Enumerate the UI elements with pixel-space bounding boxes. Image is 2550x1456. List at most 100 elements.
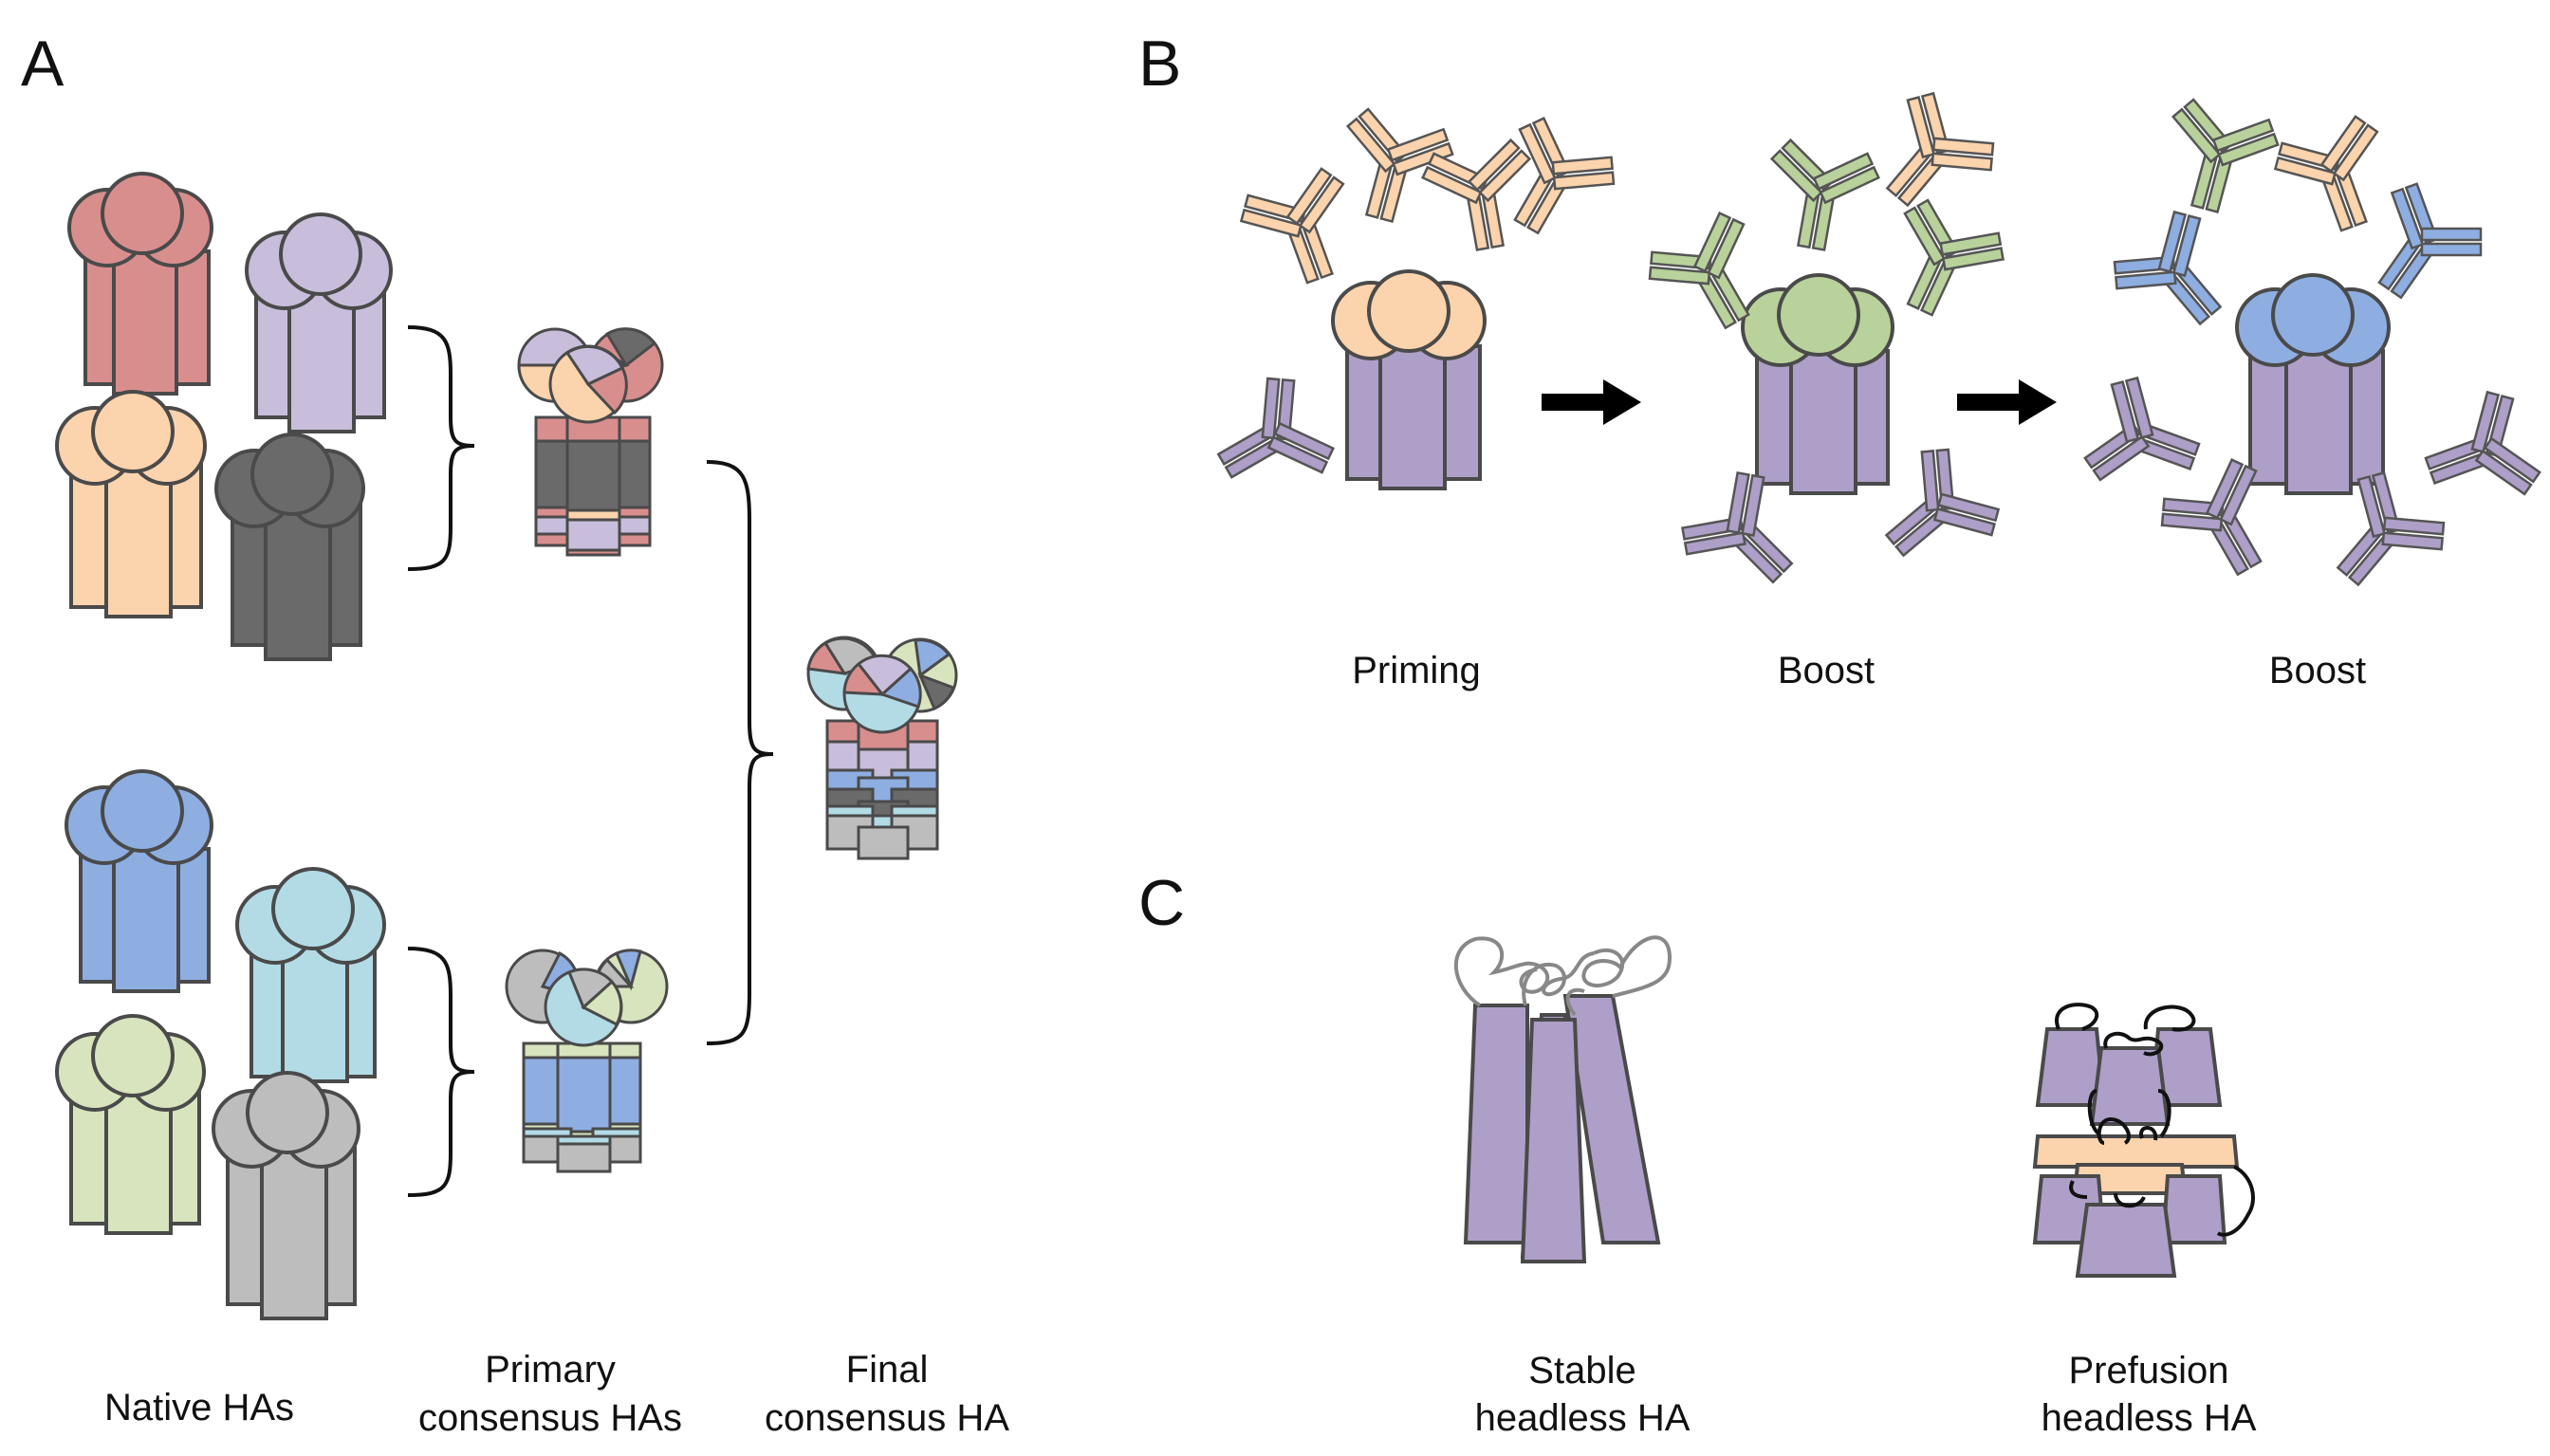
antibody-chain (1467, 138, 1521, 192)
antibody-chain (2219, 464, 2258, 526)
ha-trimer-icon (55, 390, 207, 618)
antibody-chain (1266, 435, 1329, 474)
native-has-group (55, 172, 393, 1320)
panel-b: B (1138, 28, 2541, 691)
antibody-chain (2356, 475, 2387, 539)
antibody-chain (1345, 117, 1396, 174)
loop-icon (1453, 935, 1672, 1017)
antibody-icon (1769, 138, 1880, 251)
stable-headless-ha (1453, 935, 1672, 1263)
final-consensus-ha (806, 636, 958, 860)
caption-stable-line2: headless HA (1475, 1397, 1691, 1439)
ha-trimer-icon (214, 433, 365, 661)
antibody-icon (2377, 182, 2483, 300)
antibody-chain (2381, 531, 2444, 551)
antibodies-group (1216, 91, 2541, 587)
antibody-icon (2424, 390, 2541, 496)
pie-heads (806, 636, 958, 734)
antibody-icon (1216, 377, 1335, 479)
caption-stable-line1: Stable (1528, 1350, 1635, 1391)
antibody-chain (1478, 149, 1532, 203)
antibody-icon (1513, 117, 1616, 235)
antibody-chain (2319, 115, 2367, 174)
ha-trimer-boost1 (1741, 273, 1894, 495)
panel-c: C (1138, 867, 2257, 1439)
antibody-chain (2390, 187, 2425, 250)
antibody-chain (1421, 165, 1483, 205)
stalk-stripes (825, 719, 939, 860)
antibody-chain (2217, 132, 2280, 167)
antibody-chain (2483, 436, 2541, 484)
arrow-right-icon (1957, 379, 2057, 425)
antibody-chain (1518, 122, 1557, 185)
antibody-chain (1726, 471, 1750, 535)
antibody-chain (1903, 206, 1946, 267)
pie-heads (505, 949, 669, 1047)
antibody-icon (1239, 167, 1345, 285)
antibody-chain (2171, 214, 2202, 278)
antibody-chain (2092, 434, 2151, 482)
arrow-right-icon (1542, 379, 1641, 425)
caption-prefusion-line2: headless HA (2042, 1397, 2257, 1439)
antibody-icon (1884, 448, 2001, 558)
antibody-icon (2171, 98, 2280, 214)
antibody-chain (1932, 507, 1996, 537)
antibody-chain (1692, 212, 1732, 273)
panel-b-letter: B (1138, 28, 1181, 100)
antibody-chain (1769, 149, 1823, 203)
antibody-chain (2420, 242, 2483, 257)
antibody-chain (1741, 473, 1765, 537)
caption-primary-line1: Primary (485, 1349, 616, 1391)
antibody-icon (1885, 91, 1995, 208)
antibody-chain (1941, 247, 2005, 271)
stalk-stripes (534, 415, 652, 557)
antibody-chain (2470, 390, 2501, 453)
antibody-chain (2273, 156, 2337, 186)
ha-trimer-icon (235, 867, 386, 1083)
antibody-chain (1931, 152, 1993, 172)
antibody-icon (2336, 470, 2446, 587)
ha-trimer-icon (65, 769, 213, 993)
antibody-chain (1931, 137, 1995, 157)
antibody-chain (2382, 516, 2446, 536)
caption-boost-1: Boost (1778, 650, 1875, 691)
ha-trimer-icon (67, 172, 213, 396)
antibody-chain (1261, 377, 1281, 440)
antibody-icon (2160, 458, 2263, 577)
loop-icon (2055, 1003, 2255, 1237)
antibody-chain (1683, 531, 1746, 556)
antibody-chain (2171, 107, 2222, 164)
antibody-chain (2160, 512, 2224, 532)
ha-trimer-icon (212, 1071, 360, 1320)
ha-trimer-boost2 (2235, 273, 2391, 495)
primary-consensus-ha-top (517, 327, 664, 557)
antibody-chain (1920, 450, 1940, 512)
antibody-chain (2420, 227, 2483, 242)
ha-trimer-icon (55, 1014, 206, 1235)
pie-heads (517, 327, 664, 424)
antibody-chain (2211, 118, 2275, 153)
antibody-chain (2157, 210, 2188, 273)
antibody-chain (1707, 217, 1746, 280)
antibody-chain (1906, 96, 1936, 159)
ha-trimer-priming (1331, 269, 1487, 490)
antibody-chain (2115, 270, 2177, 290)
antibody-chain (1285, 167, 1333, 226)
ha-trimer-icon (245, 212, 393, 433)
antibody-chain (1239, 208, 1303, 238)
antibody-chain (2332, 123, 2379, 182)
antibody-icon (1345, 107, 1454, 224)
antibody-chain (1273, 421, 1335, 461)
antibody-chain (2205, 458, 2245, 520)
antibody-icon (1421, 138, 1532, 251)
bracket-icon (706, 460, 774, 1045)
prefusion-headless-ha (2032, 1003, 2255, 1278)
caption-native-has: Native HAs (104, 1387, 294, 1428)
antibody-chain (1812, 152, 1875, 191)
antibody-icon (2273, 115, 2379, 232)
antibody-chain (1939, 231, 2003, 256)
antibody-chain (2474, 449, 2533, 496)
antibody-icon (1903, 198, 2005, 317)
antibody-chain (1937, 492, 2001, 523)
